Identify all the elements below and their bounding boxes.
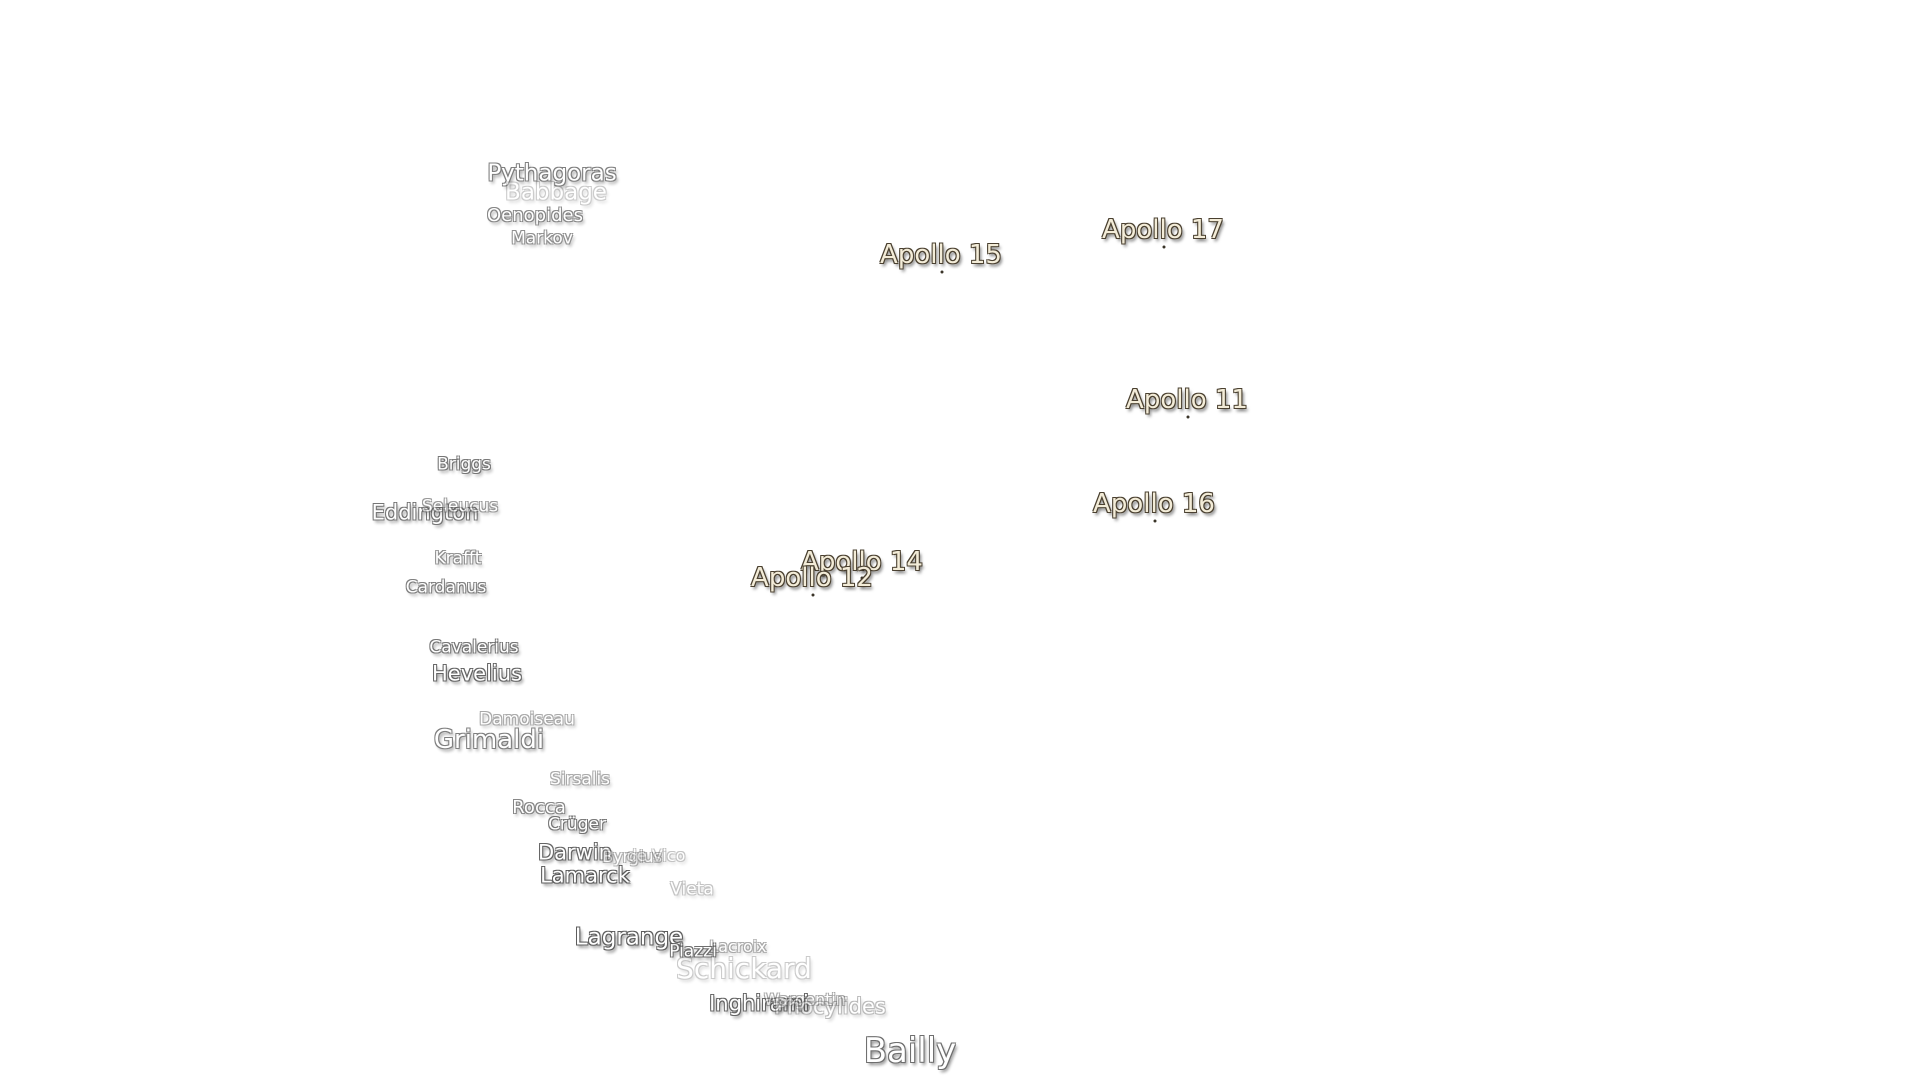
crater-label-bailly: Bailly	[863, 1031, 957, 1071]
crater-label-grimaldi: Grimaldi	[433, 725, 545, 755]
crater-label-damoiseau: Damoiseau	[479, 709, 575, 730]
crater-label-cruger: Crüger	[548, 814, 606, 835]
crater-label-hevelius: Hevelius	[432, 661, 522, 686]
crater-label-lagrange: Lagrange	[574, 924, 684, 951]
crater-label-darwin: Darwin	[538, 840, 612, 865]
apollo-11-marker-dot	[1186, 415, 1190, 419]
apollo-15-marker-dot	[940, 270, 944, 274]
crater-label-pythagoras: Pythagoras	[487, 160, 617, 187]
crater-label-eddington: Eddington	[371, 500, 479, 525]
apollo-12-marker-dot	[811, 593, 815, 597]
crater-label-cavalerius: Cavalerius	[429, 637, 519, 658]
crater-label-lamarck: Lamarck	[540, 863, 630, 888]
apollo-17-marker-dot	[1162, 245, 1166, 249]
crater-label-briggs: Briggs	[437, 454, 491, 475]
crater-label-de-vico: de Vico	[626, 846, 686, 865]
crater-label-oenopides: Oenopides	[487, 205, 583, 226]
apollo-14-marker-dot	[860, 576, 864, 580]
crater-label-markov: Markov	[511, 228, 573, 249]
apollo-label-15: Apollo 15	[880, 240, 1002, 270]
crater-label-sirsalis: Sirsalis	[549, 769, 611, 790]
crater-label-phocylides: Phocylides	[774, 994, 886, 1019]
apollo-label-11: Apollo 11	[1126, 385, 1248, 415]
crater-label-vieta: Vieta	[670, 879, 714, 900]
apollo-label-16: Apollo 16	[1093, 489, 1215, 519]
crater-label-inghirami: Inghirami	[709, 991, 809, 1016]
apollo-16-marker-dot	[1153, 519, 1157, 523]
crater-label-piazzi: Piazzi	[669, 941, 717, 962]
apollo-label-12: Apollo 12	[751, 563, 873, 593]
crater-label-schickard: Schickard	[676, 952, 812, 985]
crater-label-byrgius: Byrgius	[602, 847, 662, 866]
crater-label-rocca: Rocca	[512, 797, 566, 818]
crater-label-krafft: Krafft	[434, 548, 482, 569]
apollo-label-17: Apollo 17	[1102, 215, 1224, 245]
apollo-label-14: Apollo 14	[801, 547, 923, 577]
crater-label-lacroix: Lacroix	[709, 937, 767, 956]
crater-label-babbage: Babbage	[505, 179, 607, 206]
crater-label-wargentin: Wargentin	[764, 990, 846, 1009]
crater-label-seleucus: Seleucus	[421, 496, 499, 517]
crater-label-cardanus: Cardanus	[405, 577, 487, 598]
